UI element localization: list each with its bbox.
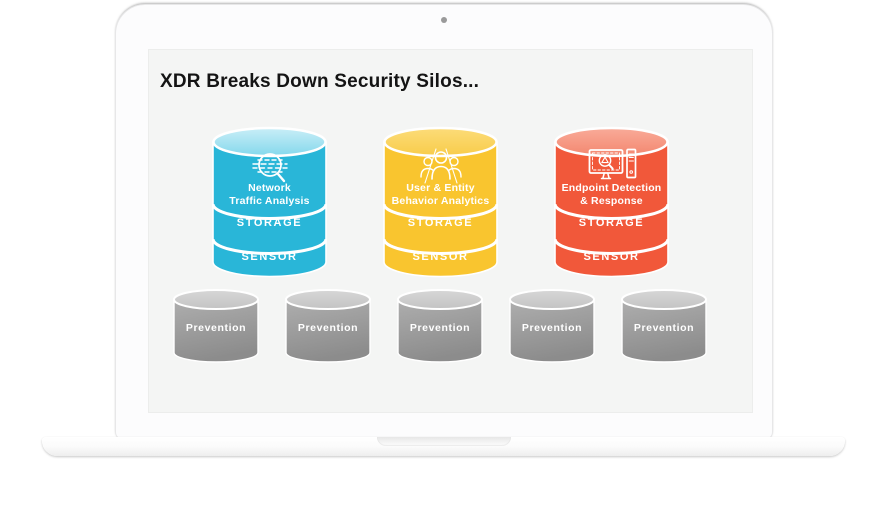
slide-title: XDR Breaks Down Security Silos... <box>160 71 480 92</box>
silo-cylinder-user-entity-behavior: User & Entity Behavior Analytics STORAGE… <box>383 126 498 278</box>
prevention-cylinder: Prevention <box>397 289 483 363</box>
slide-canvas: XDR Breaks Down Security Silos... <box>148 49 753 413</box>
silo-cylinder-network-traffic-analysis: Network Traffic Analysis STORAGE SENSOR <box>212 126 327 278</box>
network-traffic-magnifier-icon <box>212 148 327 186</box>
prevention-label: Prevention <box>297 322 359 334</box>
laptop-base <box>42 437 845 456</box>
endpoint-monitor-tower-icon <box>554 148 669 182</box>
storage-band-label: STORAGE <box>236 217 303 229</box>
silo-name: Endpoint Detection & Response <box>561 182 662 207</box>
silo-name: User & Entity Behavior Analytics <box>391 182 490 207</box>
cylinder-shape <box>285 289 371 363</box>
base-notch <box>376 437 511 446</box>
prevention-cylinder: Prevention <box>621 289 707 363</box>
prevention-label: Prevention <box>409 322 471 334</box>
prevention-cylinder: Prevention <box>173 289 259 363</box>
prevention-label: Prevention <box>185 322 247 334</box>
cylinder-shape <box>383 126 498 278</box>
prevention-cylinder: Prevention <box>285 289 371 363</box>
laptop-screen: XDR Breaks Down Security Silos... <box>115 4 773 440</box>
camera-icon <box>441 17 447 23</box>
silo-cylinder-endpoint-detection: Endpoint Detection & Response STORAGE SE… <box>554 126 669 278</box>
prevention-cylinder: Prevention <box>509 289 595 363</box>
prevention-label: Prevention <box>633 322 695 334</box>
user-group-icon <box>383 148 498 184</box>
cylinder-shape <box>397 289 483 363</box>
cylinder-shape <box>554 126 669 278</box>
cylinder-shape <box>621 289 707 363</box>
silo-row: Network Traffic Analysis STORAGE SENSOR <box>212 126 669 278</box>
cylinder-shape <box>509 289 595 363</box>
storage-band-label: STORAGE <box>578 217 645 229</box>
cylinder-shape <box>173 289 259 363</box>
sensor-band-label: SENSOR <box>412 251 469 263</box>
cylinder-shape <box>212 126 327 278</box>
storage-band-label: STORAGE <box>407 217 474 229</box>
prevention-label: Prevention <box>521 322 583 334</box>
prevention-row: Prevention Prevention Prevention <box>173 289 707 363</box>
silo-name: Network Traffic Analysis <box>229 182 310 207</box>
sensor-band-label: SENSOR <box>241 251 298 263</box>
sensor-band-label: SENSOR <box>583 251 640 263</box>
